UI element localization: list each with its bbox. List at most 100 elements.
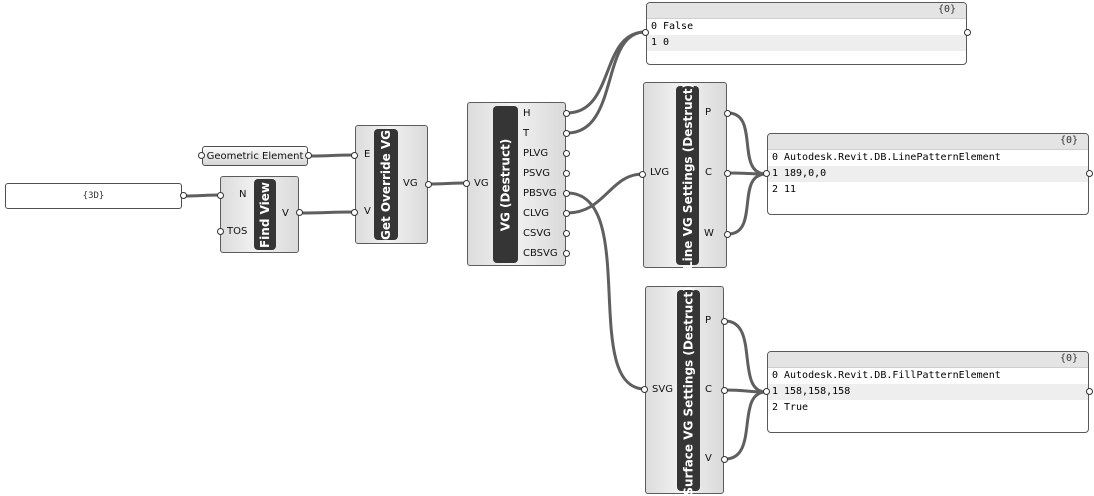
vg-destruct-title-bar: VG (Destruct) [493,106,518,263]
panel-line-row-index: 2 [772,184,779,195]
panel-surface-out-port[interactable] [1086,388,1093,395]
panel-line-out-port[interactable] [1086,170,1093,177]
vg-destruct-output-pbsvg: PBSVG [523,188,557,199]
surface-vg-out-port-p[interactable] [721,318,728,325]
panel-bool-row-value: 0 [663,37,670,48]
get-override-title-bar: Get Override VG [374,129,398,240]
panel-surface-row-value: Autodesk.Revit.DB.FillPatternElement [784,370,1001,381]
vg-destruct-title: VG (Destruct) [498,138,513,231]
surface-vg-input-svg: SVG [652,384,673,395]
vg-destruct-out-port-pbsvg[interactable] [563,190,570,197]
line-vg-out-port-p[interactable] [724,110,731,117]
geometric-element-in-port[interactable] [198,152,205,159]
vg-destruct-output-h: H [523,108,531,119]
surface-vg-output-v: V [705,453,712,464]
panel-line-row-value: 11 [784,184,797,195]
panel-line-in-port[interactable] [763,170,770,177]
line-vg-input-lvg: LVG [650,167,670,178]
get-override-in-port-v[interactable] [351,209,358,216]
line-vg-title-bar: Line VG Settings (Destruct) [676,82,699,269]
wire-h-to-panel [565,30,647,115]
panel-line-row-index: 1 [772,168,779,179]
panel-surface-output[interactable]: {0} 0 Autodesk.Revit.DB.FillPatternEleme… [767,351,1089,433]
vg-destruct-out-port-clvg[interactable] [563,210,570,217]
geometric-element-node[interactable]: Geometric Element [202,146,308,166]
find-view-title: Find View [258,181,273,248]
panel-line-path: {0} [1059,135,1078,146]
panel-bool-row: 0 False [647,19,966,35]
panel-bool-row-index: 0 [651,21,658,32]
vg-destruct-out-port-t[interactable] [563,130,570,137]
wire-clvg-to-line [565,172,645,215]
find-view-title-bar: Find View [254,179,276,250]
vg-destruct-in-port-vg[interactable] [463,180,470,187]
panel-line-row: 1 189,0,0 [768,166,1088,182]
line-vg-out-port-c[interactable] [724,170,731,177]
find-view-output-v: V [282,208,289,219]
panel-surface-path: {0} [1059,353,1078,364]
surface-vg-output-p: P [705,315,712,326]
panel-surface-row: 2 True [768,400,1088,416]
vg-destruct-out-port-cbsvg[interactable] [563,250,570,257]
panel-line-row: 0 Autodesk.Revit.DB.LinePatternElement [768,150,1088,166]
panel-line-row-index: 0 [772,152,779,163]
get-override-out-port-vg[interactable] [425,181,432,188]
panel-line-row-value: 189,0,0 [784,168,827,179]
vg-destruct-out-port-h[interactable] [563,110,570,117]
get-override-input-v: V [364,206,371,217]
vg-destruct-out-port-plvg[interactable] [563,150,570,157]
get-override-vg-node[interactable]: Get Override VG E V VG [355,125,428,244]
panel-line-row-value: Autodesk.Revit.DB.LinePatternElement [784,152,1001,163]
surface-vg-output-c: C [705,384,712,395]
vg-destruct-output-csvg: CSVG [523,228,551,239]
panel-surface-row: 1 158,158,158 [768,384,1088,400]
view-input-node[interactable]: {3D} [5,183,182,209]
surface-vg-out-port-c[interactable] [721,387,728,394]
view-input-value: {3D} [82,191,105,201]
geometric-element-out-port[interactable] [305,152,312,159]
panel-bool-header: {0} [647,3,966,19]
panel-bool-path: {0} [937,4,956,15]
vg-destruct-output-psvg: PSVG [523,168,550,179]
get-override-in-port-e[interactable] [351,152,358,159]
get-override-input-e: E [364,149,371,160]
vg-destruct-node[interactable]: VG (Destruct) VG H T PLVG PSVG PBSVG CLV… [467,102,566,266]
get-override-output-vg: VG [403,178,418,189]
panel-surface-row-index: 0 [772,370,779,381]
panel-surface-row-value: 158,158,158 [784,386,851,397]
find-view-in-port-n[interactable] [217,192,224,199]
panel-line-output[interactable]: {0} 0 Autodesk.Revit.DB.LinePatternEleme… [767,133,1089,215]
panel-surface-row-index: 1 [772,386,779,397]
panel-bool-row-index: 1 [651,37,658,48]
vg-destruct-out-port-psvg[interactable] [563,170,570,177]
find-view-out-port-v[interactable] [296,209,303,216]
find-view-node[interactable]: Find View N TOS V [220,176,299,253]
line-vg-settings-node[interactable]: Line VG Settings (Destruct) LVG P C W [643,82,727,269]
find-view-input-tos: TOS [227,226,248,237]
view-input-out-port[interactable] [180,192,187,199]
get-override-title: Get Override VG [379,129,393,240]
wire-surf-v-to-panel [723,390,768,461]
line-vg-title: Line VG Settings (Destruct) [680,82,695,269]
find-view-in-port-tos[interactable] [217,228,224,235]
surface-vg-out-port-v[interactable] [721,456,728,463]
panel-surface-row: 0 Autodesk.Revit.DB.FillPatternElement [768,368,1088,384]
vg-destruct-output-clvg: CLVG [523,208,550,219]
surface-vg-title: Surface VG Settings (Destruct) [681,285,696,496]
wire-t-to-panel [565,30,647,135]
panel-surface-in-port[interactable] [763,388,770,395]
panel-bool-row-value: False [663,21,694,32]
vg-destruct-input-vg: VG [474,178,489,189]
line-vg-out-port-w[interactable] [724,231,731,238]
line-vg-output-p: P [705,107,712,118]
panel-bool-out-port[interactable] [964,29,971,36]
panel-surface-row-value: True [784,402,809,413]
panel-line-row: 2 11 [768,182,1088,198]
panel-bool-in-port[interactable] [642,29,649,36]
surface-vg-in-port-svg[interactable] [641,386,648,393]
vg-destruct-out-port-csvg[interactable] [563,230,570,237]
panel-bool-output[interactable]: {0} 0 False 1 0 [646,2,967,65]
line-vg-in-port-lvg[interactable] [639,171,646,178]
surface-vg-settings-node[interactable]: Surface VG Settings (Destruct) SVG P C V [645,285,724,496]
